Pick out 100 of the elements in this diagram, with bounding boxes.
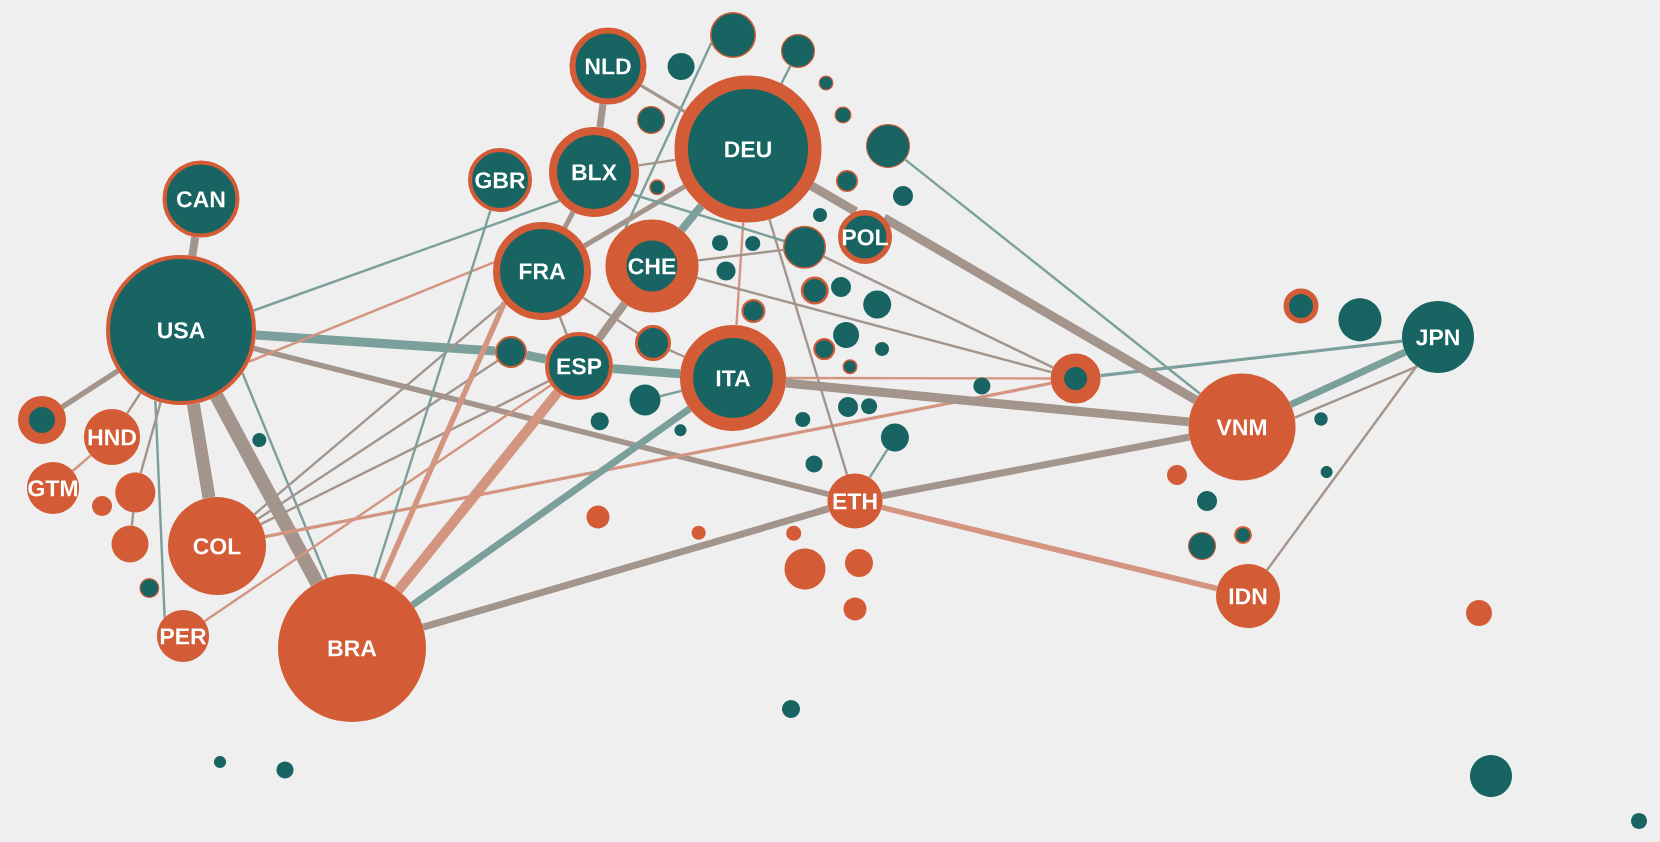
node-circle xyxy=(1631,813,1647,829)
country-node: ITA xyxy=(680,325,786,431)
link-line xyxy=(253,199,560,312)
node-circle xyxy=(800,276,829,305)
node-circle xyxy=(845,549,873,577)
link-line xyxy=(241,372,328,579)
country-node: COL xyxy=(168,497,266,595)
node-circle xyxy=(629,384,661,416)
country-node: PER xyxy=(157,610,209,662)
link-line xyxy=(785,378,1190,427)
node-circle xyxy=(834,106,852,124)
link-line xyxy=(596,103,607,128)
country-node: IDN xyxy=(1216,564,1280,628)
link-line xyxy=(1294,365,1418,419)
link-line xyxy=(126,392,142,415)
link-line xyxy=(735,222,745,326)
node-circle xyxy=(115,472,156,513)
link-line xyxy=(669,349,685,358)
node-circle xyxy=(1338,298,1382,342)
link-line xyxy=(1265,365,1418,571)
link-line xyxy=(595,301,628,341)
link-line xyxy=(422,505,830,631)
node-circle xyxy=(691,525,706,540)
link-line xyxy=(255,330,496,356)
node-circle xyxy=(111,525,149,563)
link-line xyxy=(768,218,849,475)
link-line xyxy=(186,402,216,499)
link-line xyxy=(210,392,324,587)
link-line xyxy=(525,350,547,364)
node-circle xyxy=(842,359,858,375)
link-line xyxy=(394,389,562,594)
link-line xyxy=(248,261,495,363)
node-circle xyxy=(649,179,666,196)
country-node: GBR xyxy=(468,148,532,212)
link-line xyxy=(780,65,792,85)
node-circle xyxy=(745,235,761,251)
node-circle xyxy=(92,496,112,516)
country-node: ETH xyxy=(827,473,883,529)
link-line xyxy=(698,248,784,262)
link-line xyxy=(264,381,1052,539)
node-circle xyxy=(795,412,811,428)
node-circle xyxy=(866,124,910,168)
country-node: JPN xyxy=(1402,301,1474,373)
node-circle xyxy=(139,578,160,599)
link-line xyxy=(154,400,166,618)
node-circle xyxy=(973,377,991,395)
node-circle xyxy=(782,700,800,718)
link-line xyxy=(139,401,162,474)
node-circle xyxy=(784,548,826,590)
node-circle xyxy=(1470,755,1512,797)
link-line xyxy=(624,42,713,229)
node-circle xyxy=(861,398,878,415)
link-line xyxy=(640,84,686,113)
node-circle xyxy=(863,290,892,319)
country-node: ESP xyxy=(545,332,613,400)
country-node: CAN xyxy=(162,160,240,238)
node-circle xyxy=(716,261,736,281)
country-node: VNM xyxy=(1188,373,1296,481)
node-circle xyxy=(712,235,728,251)
node-circle xyxy=(1283,288,1319,324)
node-circle xyxy=(710,12,756,58)
node-circle xyxy=(813,208,827,222)
node-circle xyxy=(1197,491,1217,511)
node-circle xyxy=(786,525,802,541)
node-circle xyxy=(667,53,695,81)
link-line xyxy=(253,345,830,497)
node-circle xyxy=(836,170,858,192)
node-circle xyxy=(875,342,889,356)
link-line xyxy=(582,184,687,249)
node-circle xyxy=(783,225,827,269)
node-circle xyxy=(1188,532,1216,560)
link-line xyxy=(379,301,507,582)
node-circle xyxy=(276,761,294,779)
node-circle xyxy=(586,505,610,529)
link-line xyxy=(678,203,705,233)
node-circle xyxy=(741,299,766,324)
country-node: BRA xyxy=(278,574,426,722)
link-line xyxy=(659,389,682,398)
link-line xyxy=(562,210,576,229)
node-circle xyxy=(805,455,823,473)
node-circle xyxy=(252,433,267,448)
country-node: GTM xyxy=(27,462,79,514)
node-circle xyxy=(1050,353,1101,404)
node-circle xyxy=(1167,465,1187,485)
link-line xyxy=(612,364,681,379)
link-line xyxy=(786,376,1051,380)
link-line xyxy=(373,210,492,578)
link-line xyxy=(257,359,499,520)
link-line xyxy=(60,368,120,410)
node-circle xyxy=(833,322,860,349)
link-line xyxy=(881,433,1191,500)
link-line xyxy=(558,316,568,335)
node-circle xyxy=(1314,412,1328,426)
node-circle xyxy=(880,423,909,452)
node-circle xyxy=(838,397,858,417)
node-circle xyxy=(495,336,527,368)
link-line xyxy=(632,193,785,243)
link-line xyxy=(881,214,1199,404)
node-circle xyxy=(1466,600,1492,626)
node-circle xyxy=(818,75,834,91)
